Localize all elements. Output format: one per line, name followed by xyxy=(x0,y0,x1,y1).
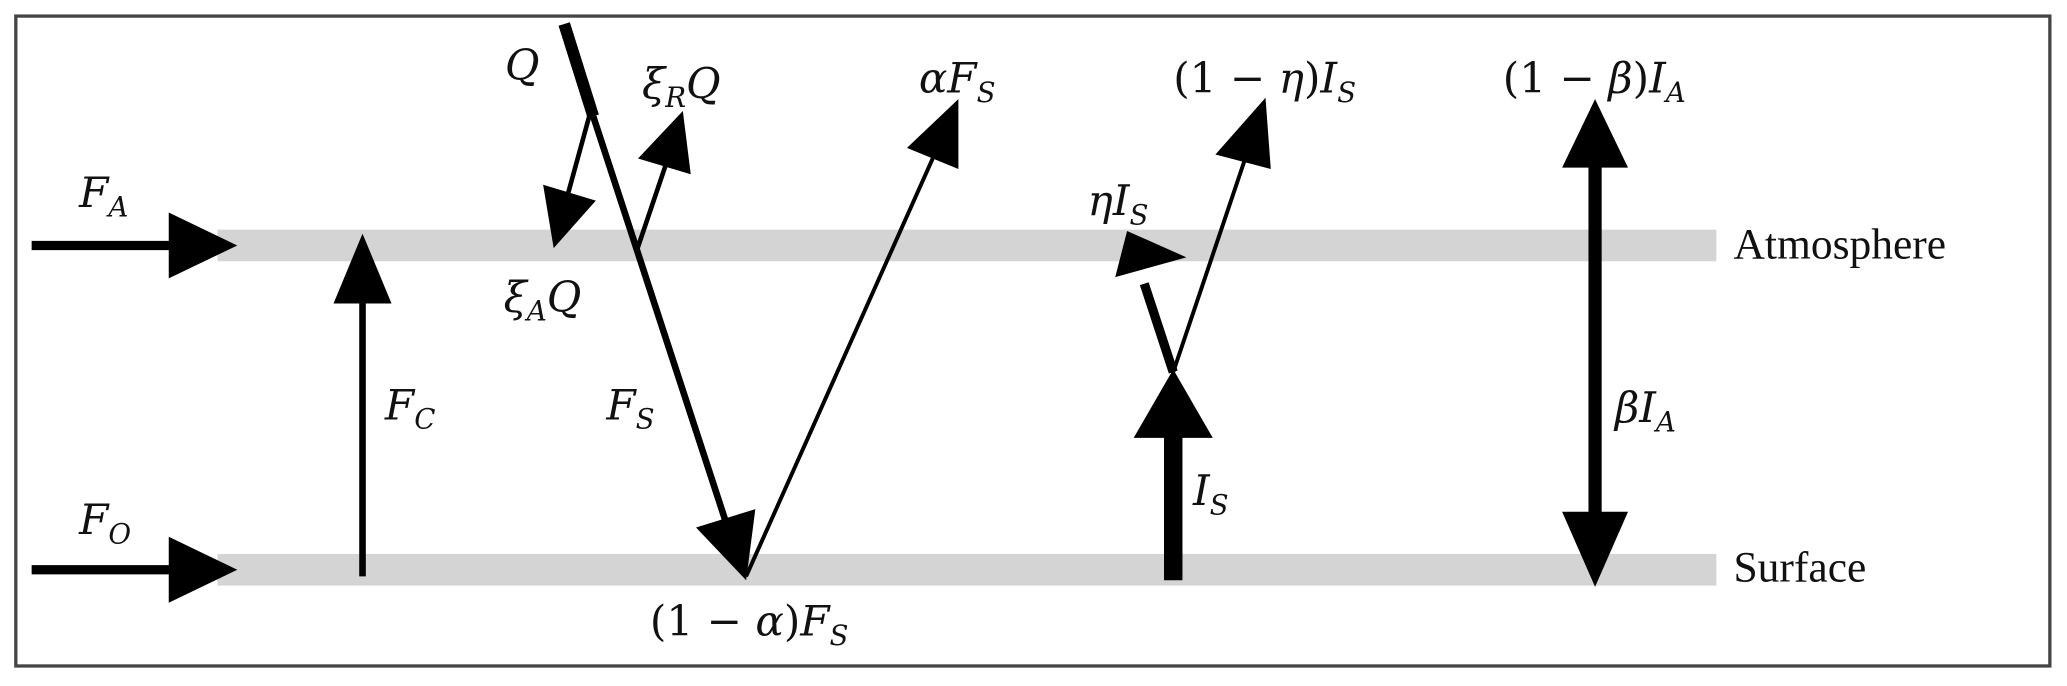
arrow-etaIS xyxy=(1115,230,1187,374)
atmosphere-band xyxy=(217,229,1717,262)
surface-label: Surface xyxy=(1733,544,1866,592)
arrow-alphaFS xyxy=(744,99,959,578)
arrow-FC xyxy=(333,233,392,577)
label-IS: IS xyxy=(1192,466,1229,521)
label-FC: FC xyxy=(384,380,435,435)
arrow-beta-IA xyxy=(1562,99,1629,587)
label-oneMinusBetaIA: (1 − β)IA xyxy=(1503,54,1686,109)
label-FA: FA xyxy=(78,168,128,223)
label-etaIS: ηIS xyxy=(1088,176,1149,231)
label-betaIA: βIA xyxy=(1613,383,1676,438)
label-oneMinusEtaIS: (1 − η)IS xyxy=(1173,54,1356,109)
label-xiRQ: ξRQ xyxy=(642,59,721,114)
atmosphere-label: Atmosphere xyxy=(1733,221,1946,269)
arrow-FO xyxy=(31,536,238,603)
surface-band xyxy=(217,553,1717,586)
arrow-IS xyxy=(1133,369,1213,581)
arrow-xiAQ xyxy=(543,115,596,249)
label-Q: Q xyxy=(505,40,540,89)
label-FS: FS xyxy=(605,380,654,435)
frame-border xyxy=(14,14,2052,668)
arrow-oneMinusEtaIS xyxy=(1171,97,1271,373)
label-oneMinusAlphaFS: (1 − α)FS xyxy=(650,597,849,652)
label-FO: FO xyxy=(78,495,131,550)
arrow-Q-FS xyxy=(558,22,756,581)
label-alphaFS: αFS xyxy=(919,54,996,109)
label-xiAQ: ξAQ xyxy=(504,272,582,327)
arrow-FA xyxy=(31,212,238,279)
arrow-xiRQ xyxy=(634,110,691,252)
